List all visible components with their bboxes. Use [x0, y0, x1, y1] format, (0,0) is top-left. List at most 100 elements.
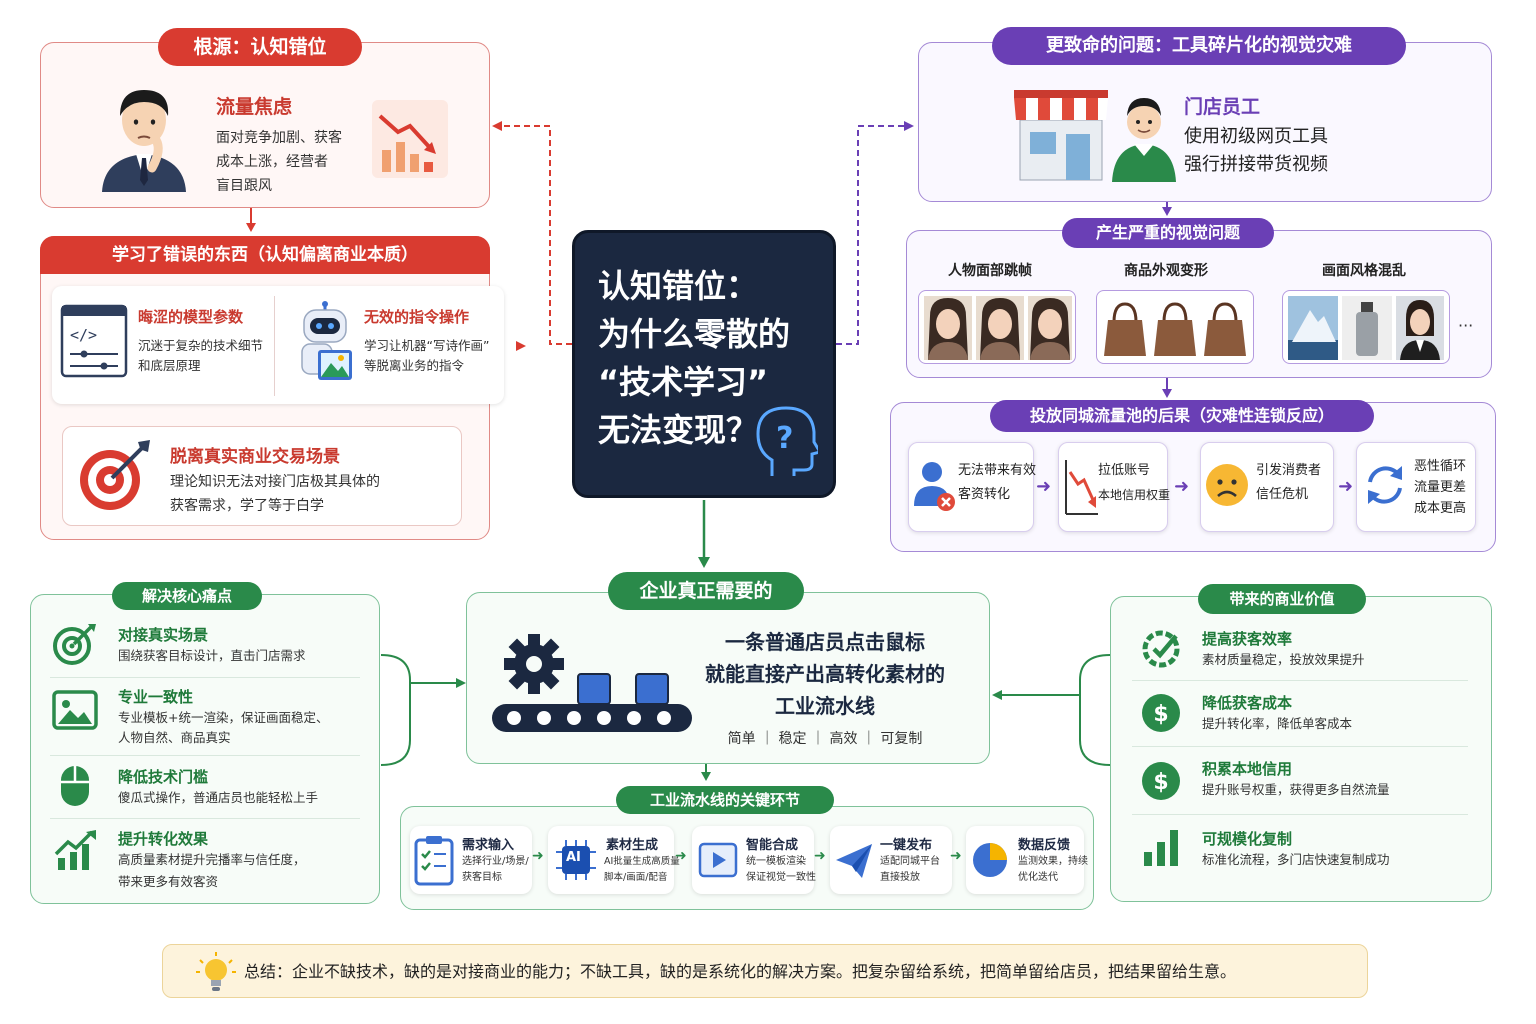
arrow-right-icon: ➜: [950, 848, 962, 864]
ai-chip-icon: [556, 840, 596, 880]
fatal-title-pill: 更致命的问题：工具碎片化的视觉灾难: [992, 27, 1406, 65]
need-title-pill: 企业真正需要的: [608, 572, 804, 610]
pain-3-title: 降低技术门槛: [118, 768, 209, 786]
center-line-3: “技术学习”: [598, 363, 769, 401]
step-5-desc-2: 优化迭代: [1018, 872, 1058, 883]
item2-desc-1: 学习让机器“写诗作画”: [364, 338, 490, 353]
cycle-arrows-icon: [1368, 466, 1402, 504]
step-2-desc-1: AI批量生成高质量: [604, 856, 680, 867]
pain-3-desc-1: 傻瓜式操作，普通店员也能轻松上手: [118, 790, 319, 805]
summary-text: 总结：企业不缺技术，缺的是对接商业的能力；不缺工具，缺的是系统化的解决方案。把复…: [244, 962, 1237, 981]
target-arrow-icon: [53, 624, 96, 665]
step-1-desc-2: 获客目标: [462, 872, 502, 883]
staff-desc-1: 使用初级网页工具: [1184, 126, 1328, 147]
fatal-panel: [918, 42, 1492, 202]
consequence-3-line-2: 信任危机: [1256, 487, 1309, 502]
pain-4-desc-2: 带来更多有效客资: [118, 874, 219, 889]
pain-2-desc-2: 人物自然、商品真实: [118, 730, 231, 745]
consequence-card-4: [1356, 442, 1476, 532]
bar-chart-icon: [1144, 830, 1178, 866]
value-2-title: 降低获客成本: [1202, 694, 1293, 712]
arrowhead: [904, 121, 914, 131]
wrong-learning-items: [52, 286, 504, 404]
divider: [1132, 814, 1468, 815]
step-1-desc-1: 选择行业/场景/: [462, 856, 529, 867]
step-2-desc-2: 脚本/画面/配音: [604, 872, 668, 883]
svg-text:?: ?: [776, 421, 793, 456]
anxiety-desc-2: 成本上涨，经营者: [216, 154, 328, 170]
consequence-2-line-2: 本地信用权重: [1098, 488, 1171, 502]
consequence-4-line-2: 流量更差: [1414, 480, 1467, 495]
svg-text:$: $: [1153, 770, 1168, 795]
value-4-desc: 标准化流程，多门店快速复制成功: [1202, 852, 1390, 867]
item2-title: 无效的指令操作: [364, 308, 470, 326]
arrow-right-icon: ➜: [814, 848, 826, 864]
center-line-2: 为什么零散的: [598, 315, 791, 353]
pain-1-desc-1: 围绕获客目标设计，直击门店需求: [118, 648, 306, 663]
detached-desc-1: 理论知识无法对接门店极其具体的: [170, 474, 380, 490]
staff-desc-2: 强行拼接带货视频: [1184, 154, 1328, 175]
consequence-2-line-1: 拉低账号: [1098, 463, 1151, 478]
divider: [50, 818, 360, 819]
value-3-title: 积累本地信用: [1202, 760, 1293, 778]
gear-conveyor-icon: [492, 634, 692, 732]
item1-desc-1: 沉迷于复杂的技术细节: [138, 338, 264, 353]
clipboard-icon: [414, 836, 454, 886]
efficiency-gear-check-icon: [1142, 630, 1180, 668]
businessman-icon: [102, 90, 186, 192]
pain-title-pill: 解决核心痛点: [112, 582, 262, 610]
center-line-4: 无法变现？: [598, 411, 759, 449]
pain-4-title: 提升转化效果: [118, 830, 209, 848]
wrong-learning-header: 学习了错误的东西（认知偏离商业本质）: [40, 236, 490, 274]
more-frames-ellipsis: ···: [1458, 316, 1474, 335]
iceberg-frame-image: [1288, 296, 1338, 360]
face-frame-image: [1028, 296, 1072, 360]
arrowhead: [492, 121, 502, 131]
pain-2-desc-1: 专业模板+统一渲染，保证画面稳定、: [118, 710, 329, 725]
detached-desc-2: 获客需求，学了等于白学: [170, 498, 324, 514]
image-icon: [52, 690, 98, 730]
step-1-title: 需求输入: [462, 838, 515, 853]
portrait-frame-image: [1396, 296, 1444, 360]
arrow-right-icon: ➜: [1036, 476, 1052, 497]
divider: [50, 677, 360, 678]
step-4-desc-1: 适配同城平台: [880, 856, 940, 867]
consequence-4-line-3: 成本更高: [1414, 501, 1467, 516]
user-blocked-icon: [914, 462, 955, 511]
connector-center-to-root: [494, 125, 572, 345]
bag-frame-image: [1104, 302, 1146, 356]
value-1-title: 提高获客效率: [1202, 630, 1293, 648]
bottle-frame-image: [1342, 296, 1392, 360]
arrow-right-icon: ➜: [532, 848, 544, 864]
root-title-pill: 根源：认知错位: [158, 28, 362, 66]
face-frame-image: [924, 296, 972, 360]
item1-title: 晦涩的模型参数: [138, 308, 244, 326]
consequence-1-line-1: 无法带来有效: [958, 463, 1037, 478]
visual-col-1-label: 人物面部跳帧: [948, 263, 1032, 279]
code-window-icon: </>: [60, 304, 128, 378]
arrow-right-icon: ➜: [675, 848, 687, 864]
paper-plane-icon: [836, 844, 872, 878]
face-frame-image: [976, 296, 1024, 360]
video-play-icon: [698, 842, 738, 878]
dollar-coin-icon: $: [1142, 694, 1180, 732]
step-5-desc-1: 监测效果，持续: [1018, 856, 1088, 867]
consequence-4-line-1: 恶性循环: [1414, 459, 1467, 474]
lightbulb-icon: [196, 952, 236, 991]
center-line-1: 认知错位：: [598, 267, 759, 305]
value-2-desc: 提升转化率，降低单客成本: [1202, 716, 1353, 731]
dollar-coin-icon: $: [1142, 762, 1180, 800]
item-divider: [274, 296, 275, 396]
value-1-desc: 素材质量稳定，投放效果提升: [1202, 652, 1365, 667]
pain-2-title: 专业一致性: [118, 688, 194, 706]
center-question-box: [572, 230, 836, 498]
visual-col-2-label: 商品外观变形: [1124, 263, 1208, 279]
connector-center-to-fatal: [836, 125, 910, 345]
step-3-desc-2: 保证视觉一致性: [746, 872, 816, 883]
worried-face-icon: [1206, 464, 1248, 506]
visual-problems-pill: 产生严重的视觉问题: [1062, 218, 1274, 248]
consequence-3-line-1: 引发消费者: [1256, 463, 1322, 478]
need-line-2: 就能直接产出高转化素材的: [705, 662, 945, 686]
value-3-desc: 提升账号权重，获得更多自然流量: [1202, 782, 1390, 797]
bag-frame-image: [1204, 302, 1246, 356]
